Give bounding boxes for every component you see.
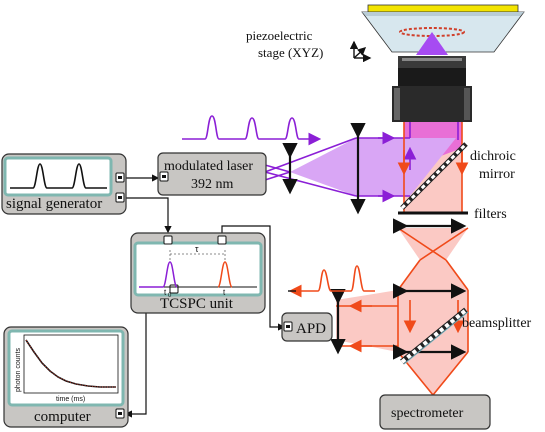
decay-plot [23, 334, 119, 394]
tcspc-t0-subscript: 0 [168, 293, 172, 299]
dichroic-label-line2: mirror [479, 167, 515, 182]
tcspc-box [130, 232, 266, 314]
tcspc-screen-plot [139, 250, 257, 288]
spectrometer-box [379, 394, 491, 430]
laser-label-line2: 392 nm [191, 177, 234, 192]
filters-label: filters [474, 207, 507, 222]
piezo-label-line2: stage (XYZ) [258, 45, 323, 60]
emission-beam-lower [336, 228, 468, 395]
beamsplitter-label: beamsplitter [462, 316, 532, 331]
objective-lens [392, 56, 472, 122]
emission-rays-top [397, 122, 469, 212]
piezo-stage [361, 4, 525, 53]
apd-label: APD [296, 321, 326, 337]
piezo-label-line1: piezoelectric [246, 28, 313, 43]
apd-box [281, 312, 333, 342]
laser-box [157, 152, 267, 196]
dichroic-mirror [400, 142, 468, 210]
tcspc-label: TCSPC unit [160, 296, 234, 312]
signal-generator-label: signal generator [6, 196, 102, 212]
beamsplitter [400, 307, 469, 365]
excitation-pulse-train [182, 115, 322, 146]
tcspc-t-label: t [223, 288, 226, 297]
decay-xlabel: time (ms) [56, 396, 85, 403]
spectrometer-label: spectrometer [391, 406, 464, 421]
signal-generator-box [1, 153, 127, 215]
dichroic-label-line1: dichroic [470, 149, 516, 164]
tcspc-tau-label: τ [195, 244, 199, 254]
decay-ylabel: photon counts [15, 348, 22, 392]
focus-cone [416, 32, 448, 55]
emission-pulse-train [288, 265, 375, 298]
laser-label-line1: modulated laser [164, 159, 253, 174]
tcspc-t0-label: t [164, 288, 167, 297]
computer-label: computer [34, 409, 91, 425]
xyz-axes-icon [349, 40, 372, 63]
